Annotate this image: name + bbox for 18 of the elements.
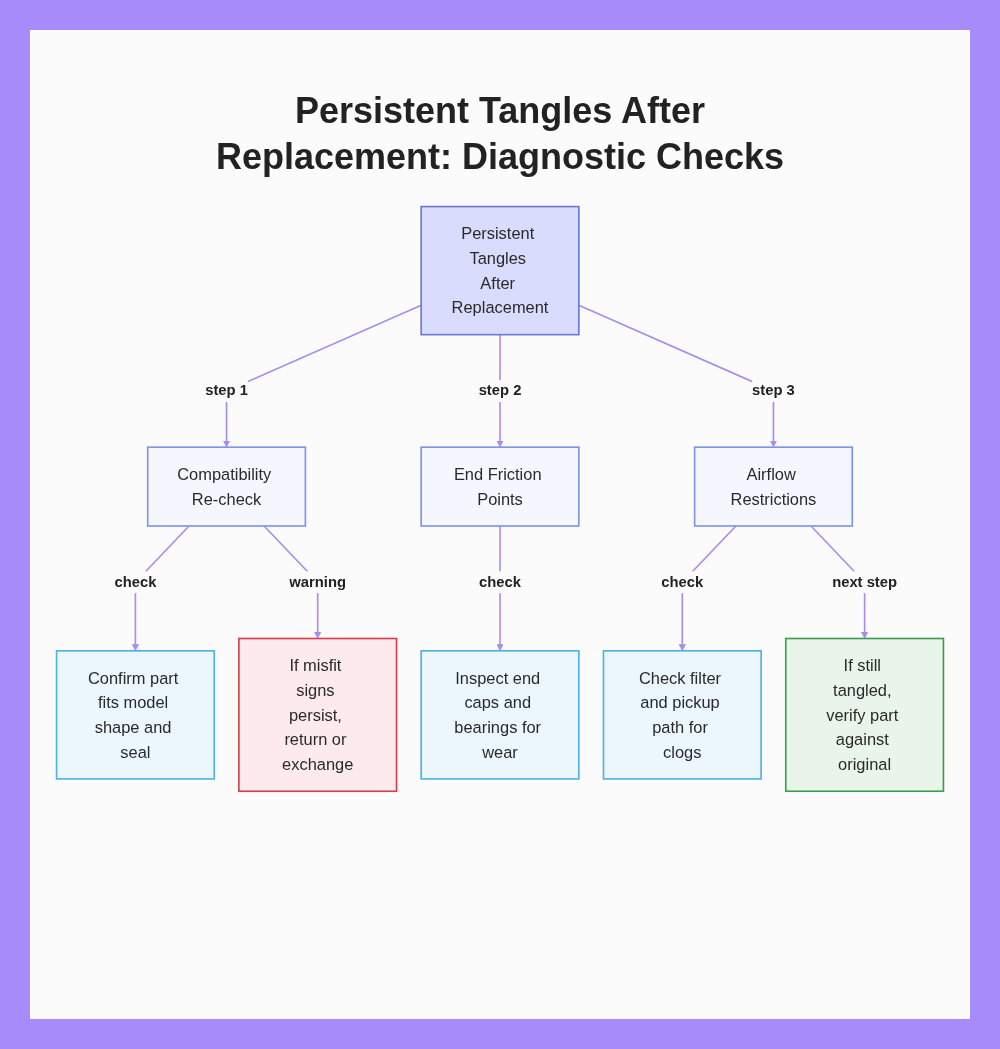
node-box: Confirm part fits model shape and seal — [55, 650, 216, 780]
node-box: If still tangled, verify part against original — [784, 637, 945, 793]
node-box: Inspect end caps and bearings for wear — [420, 650, 580, 780]
edge-label: step 2 — [478, 382, 522, 399]
edge-label: step 3 — [752, 382, 795, 399]
node-box: End Friction Points — [420, 446, 580, 527]
edge-label: step 1 — [205, 382, 248, 399]
node-box: Check filter and pickup path for clogs — [602, 650, 762, 780]
node-box: Persistent Tangles After Replacement — [420, 205, 580, 336]
edge-label: warning — [289, 573, 347, 591]
node-box: Airflow Restrictions — [693, 446, 854, 527]
edge-label: check — [661, 573, 704, 591]
edge-label: check — [479, 573, 521, 591]
node-box: If misfit signs persist, return or exchange — [238, 637, 398, 793]
edge-label: check — [114, 573, 157, 591]
node-box: Compatibility Re-check — [146, 446, 307, 527]
edge-label: next step — [832, 573, 898, 591]
diagram-title: Persistent Tangles After Replacement: Diagnostic Checks — [214, 89, 786, 179]
